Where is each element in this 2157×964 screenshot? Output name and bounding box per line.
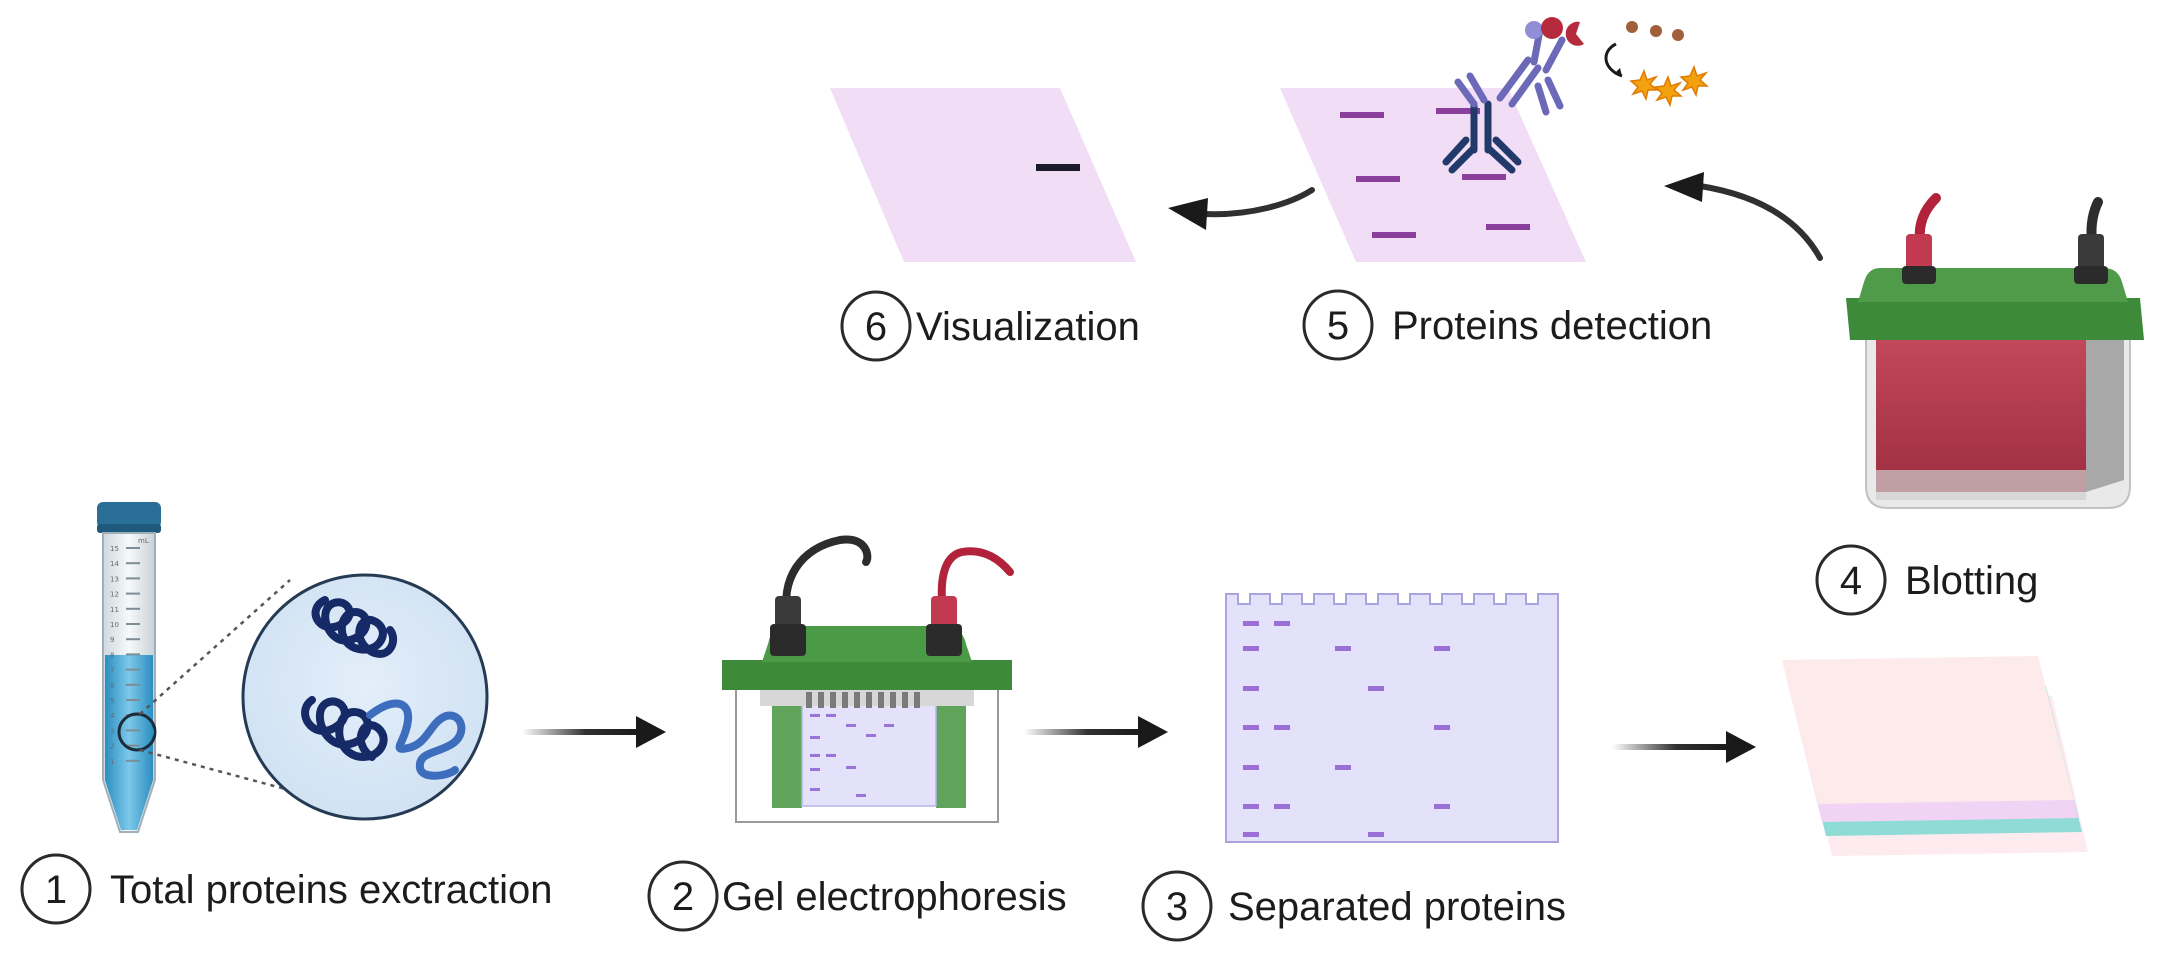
zoomed-proteins-circle: [241, 573, 489, 821]
tube-scale-number: 5: [110, 697, 114, 705]
red-electrode-icon: [1906, 234, 1932, 274]
red-electrode-icon: [931, 596, 957, 632]
blotting-tank-illustration: [1846, 193, 2144, 509]
tube-scale-number: 7: [110, 667, 114, 675]
conjugate-icon: [1525, 21, 1543, 39]
tube-scale-number: 13: [110, 575, 119, 583]
gel-bands: [810, 714, 894, 797]
step-number-badge: [647, 860, 719, 932]
tube-scale-tick: [126, 668, 140, 671]
tube-scale-number: 14: [110, 560, 119, 568]
red-cable: [1914, 193, 1941, 245]
tube-scale-number: 12: [110, 591, 119, 599]
tube-scale-number: 11: [110, 606, 119, 614]
tube-scale-tick: [126, 744, 140, 747]
electrophoresis-tank-illustration: [722, 535, 1014, 823]
step-number: 2: [672, 875, 694, 919]
tube-cap: [97, 502, 161, 528]
tube-liquid: [105, 655, 153, 830]
tube-scale-tick: [126, 607, 140, 610]
separated-proteins-gel: [1225, 593, 1559, 843]
tube-scale-tick: [126, 577, 140, 580]
step-6-label: 6 Visualization: [840, 290, 1140, 362]
black-electrode-icon: [2078, 234, 2104, 274]
visualization-membrane: [830, 88, 1136, 262]
step-number-badge: [1141, 870, 1213, 942]
focus-circle: [117, 712, 157, 752]
step-5-label: 5 Proteins detection: [1302, 289, 1712, 361]
tube-scale-number: 1: [110, 758, 114, 766]
detected-band: [1036, 164, 1080, 171]
flow-arrow-2-to-3: [1024, 716, 1168, 748]
tube-unit-label: mL: [138, 537, 149, 545]
flow-arrow-4-to-5: [1664, 172, 1823, 261]
step-number: 6: [865, 305, 887, 349]
luminescence-stars-icon: [1629, 64, 1710, 108]
tube-scale-number: 9: [110, 636, 114, 644]
step-number: 1: [45, 868, 67, 912]
step-number: 3: [1166, 885, 1188, 929]
black-cable: [782, 535, 872, 622]
tube-scale-tick: [126, 638, 140, 641]
step-4-label: 4 Blotting: [1815, 544, 2038, 616]
gel-slab: [801, 701, 937, 807]
tube-scale-tick: [126, 592, 140, 595]
tube-scale-tick: [126, 759, 140, 762]
step-number-badge: [20, 853, 92, 925]
zoom-line-bottom: [139, 748, 316, 799]
step-title: Separated proteins: [1228, 885, 1566, 929]
tube-scale-number: 4: [110, 712, 115, 720]
tube-scale-number: 10: [110, 621, 119, 629]
tube-scale-number: 6: [110, 682, 115, 690]
step-1-label: 1 Total proteins exctraction: [20, 853, 552, 925]
step-title: Proteins detection: [1392, 304, 1712, 348]
tube-scale-number: 8: [110, 651, 114, 659]
flow-arrow-3-to-stack: [1612, 731, 1756, 763]
step-number-badge: [1815, 544, 1887, 616]
enzyme-icon: [1541, 17, 1563, 39]
step-number-badge: [840, 290, 912, 362]
protein-strand-icon: [311, 596, 398, 658]
step-title: Total proteins exctraction: [110, 868, 552, 912]
step-number: 4: [1840, 559, 1862, 603]
black-electrode-icon: [775, 596, 801, 632]
step-title: Gel electrophoresis: [722, 875, 1067, 919]
tube-scale-tick: [126, 699, 140, 701]
tube-scale-tick: [126, 653, 140, 656]
tube-scale-tick: [126, 729, 140, 732]
step-number-badge: [1302, 289, 1374, 361]
tube-scale-tick: [126, 562, 140, 565]
step-2-label: 2 Gel electrophoresis: [647, 860, 1067, 932]
red-cable: [937, 547, 1014, 622]
tube-scale-tick: [126, 683, 140, 686]
zoom-line-top: [139, 579, 291, 715]
tube-scale-number: 2: [110, 743, 114, 751]
step-title: Blotting: [1905, 559, 2038, 603]
primary-antibody-icon: [1442, 100, 1522, 174]
protein-strand-icon: [366, 699, 466, 780]
protein-strand-icon: [301, 696, 388, 761]
membrane-bands: [1340, 108, 1530, 238]
tube-scale-tick: [126, 547, 140, 549]
step-title: Visualization: [916, 305, 1140, 349]
flow-arrow-5-to-6: [1168, 187, 1315, 230]
blotting-sandwich-stack: [1782, 656, 2088, 856]
enzyme-pacman-icon: [1565, 21, 1584, 46]
flow-arrow-1-to-2: [522, 716, 666, 748]
detection-membrane: [1280, 88, 1586, 262]
falcon-tube-illustration: mL 15 14 13 12 11 10 9 8 7 6 5 4 3 2 1: [97, 502, 161, 833]
tube-scale-tick: [126, 623, 140, 625]
substrate-dots-icon: [1626, 21, 1684, 41]
step-number: 5: [1327, 304, 1349, 348]
tube-scale-number: 15: [110, 545, 119, 553]
protein-bands: [1243, 621, 1450, 837]
tube-scale-number: 3: [110, 727, 114, 735]
step-3-label: 3 Separated proteins: [1141, 870, 1566, 942]
